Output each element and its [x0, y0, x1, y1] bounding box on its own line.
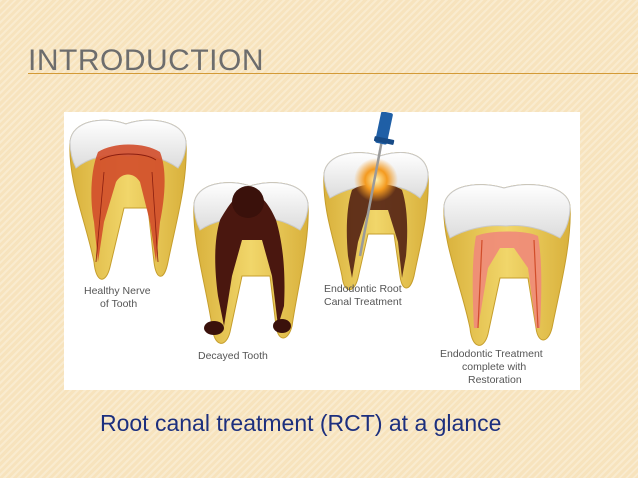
label-decayed: Decayed Tooth — [198, 350, 268, 362]
label-endo-2: Canal Treatment — [324, 296, 402, 308]
title-divider — [28, 73, 638, 74]
label-healthy-1: Healthy Nerve — [84, 285, 151, 297]
figure-caption: Root canal treatment (RCT) at a glance — [100, 410, 501, 437]
restored-tooth — [444, 185, 570, 346]
label-restored-1: Endodontic Treatment — [440, 348, 543, 360]
healthy-tooth — [70, 120, 186, 279]
label-healthy-2: of Tooth — [100, 298, 137, 310]
label-restored-3: Restoration — [468, 374, 522, 386]
label-restored-2: complete with — [462, 361, 526, 373]
tooth-stages-svg: Healthy Nerve of Tooth Decayed Tooth End… — [64, 112, 580, 390]
decayed-tooth — [194, 183, 308, 344]
tooth-illustration: Healthy Nerve of Tooth Decayed Tooth End… — [64, 112, 580, 390]
label-endo-1: Endodontic Root — [324, 283, 402, 295]
endodontic-tooth — [324, 112, 428, 290]
